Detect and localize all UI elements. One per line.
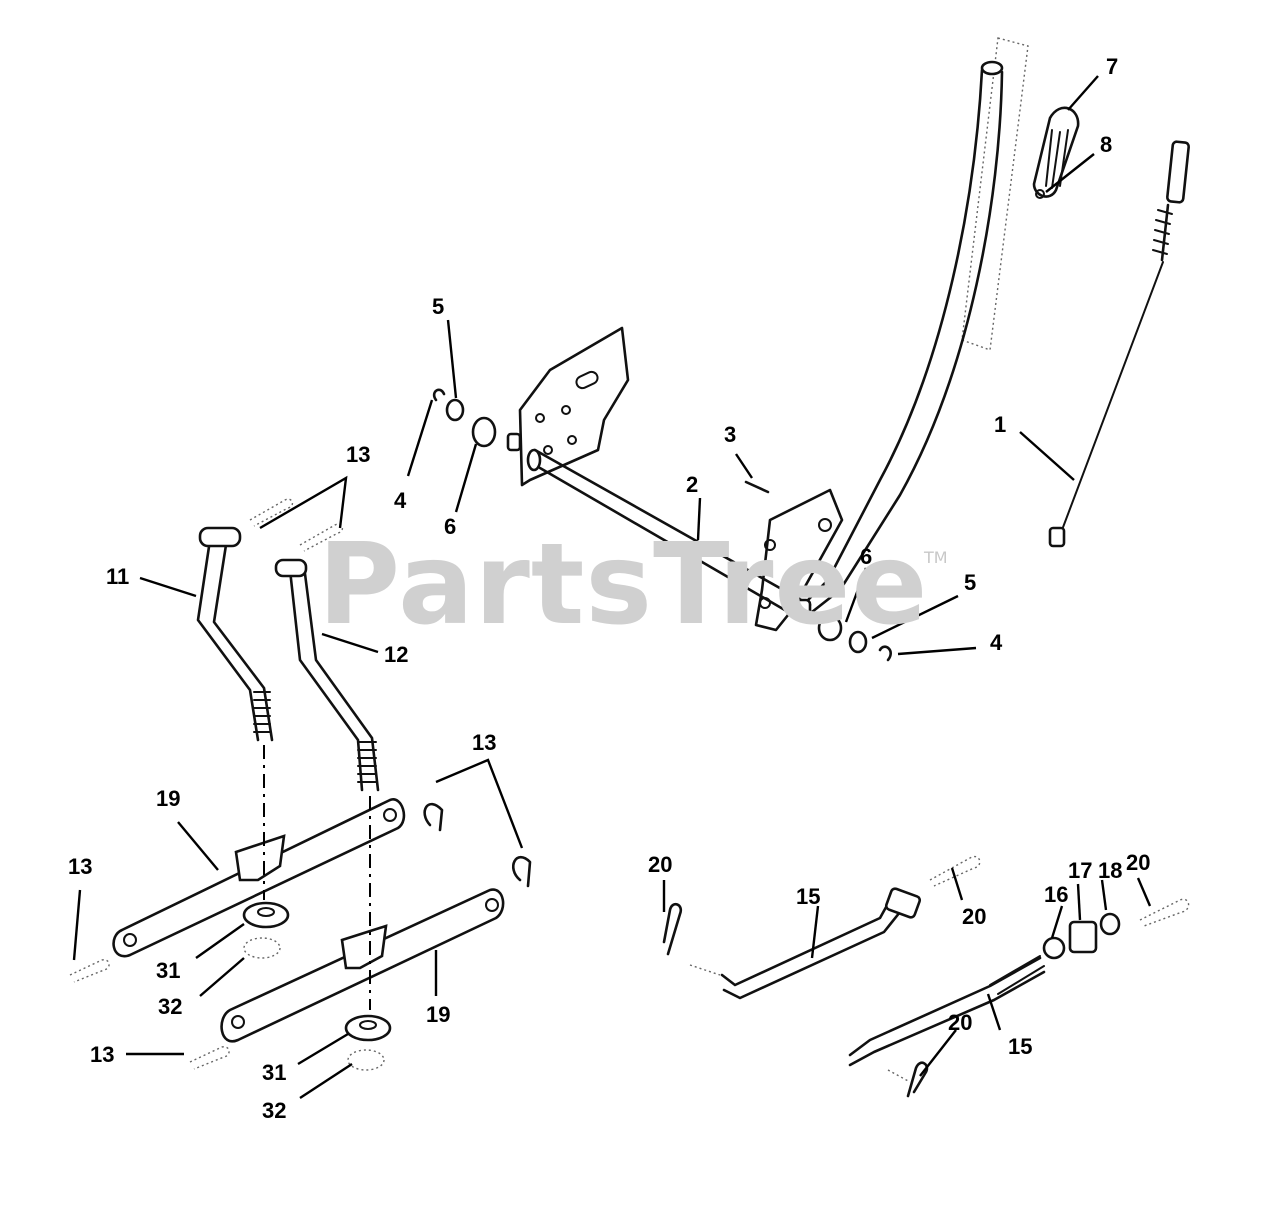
nut-32b	[347, 1049, 385, 1071]
pin-20c	[1139, 898, 1190, 927]
deck-rod-lower	[848, 912, 1121, 1067]
callout-15b: 15	[1008, 1034, 1033, 1059]
callout-13b: 13	[472, 730, 497, 755]
hairpin-13d	[512, 855, 532, 888]
callout-17: 17	[1068, 858, 1093, 883]
callout-31b: 31	[262, 1060, 287, 1085]
pin-20a	[662, 902, 683, 956]
callout-6b: 6	[860, 544, 873, 569]
hairpin-13a	[249, 498, 294, 527]
lift-rod	[1048, 140, 1190, 548]
leader-lines	[72, 75, 1152, 1100]
callout-4a: 4	[394, 488, 407, 513]
deck-rod-upper	[689, 887, 922, 1000]
clip-left	[432, 388, 446, 402]
callout-15a: 15	[796, 884, 821, 909]
callout-18: 18	[1098, 858, 1123, 883]
hairpin-13b	[299, 523, 344, 552]
callout-2: 2	[686, 472, 699, 497]
callout-19b: 19	[426, 1002, 451, 1027]
nut-32a	[243, 937, 281, 959]
callout-16: 16	[1044, 882, 1069, 907]
callout-12: 12	[384, 642, 409, 667]
callout-20a: 20	[648, 852, 673, 877]
callout-20d: 20	[948, 1010, 973, 1035]
callout-31a: 31	[156, 958, 181, 983]
callout-4b: 4	[990, 630, 1003, 655]
lift-link-left	[196, 526, 274, 742]
callout-5a: 5	[432, 294, 445, 319]
callout-20c: 20	[1126, 850, 1151, 875]
hairpin-13e	[69, 959, 110, 983]
bushing-right	[817, 614, 843, 642]
callout-7: 7	[1106, 54, 1119, 79]
callout-32b: 32	[262, 1098, 287, 1123]
watermark-text: PartsTree	[318, 520, 929, 650]
callout-13d: 13	[90, 1042, 115, 1067]
callout-13a: 13	[346, 442, 371, 467]
washer-right	[848, 630, 868, 654]
callout-5b: 5	[964, 570, 977, 595]
lift-arm-lower	[220, 888, 505, 1043]
callout-20b: 20	[962, 904, 987, 929]
pin-20d	[906, 1061, 929, 1098]
callout-6a: 6	[444, 514, 457, 539]
pin-20b	[929, 855, 981, 887]
lift-link-right	[274, 558, 380, 792]
ghost-lever-outline	[961, 37, 1029, 351]
hairpin-13f	[189, 1046, 230, 1070]
key-part	[744, 480, 770, 494]
clip-right	[878, 645, 892, 662]
cross-shaft	[506, 432, 812, 622]
hand-grip	[1032, 106, 1080, 199]
lift-arm-upper	[112, 798, 406, 958]
mounting-plate	[518, 326, 630, 487]
callout-19a: 19	[156, 786, 181, 811]
trademark-mark: TM	[924, 548, 948, 567]
bushing-left	[471, 416, 497, 448]
callout-3: 3	[724, 422, 737, 447]
hairpin-13c	[423, 802, 444, 832]
washer-left	[445, 398, 465, 422]
callout-1: 1	[994, 412, 1007, 437]
callout-11: 11	[106, 564, 130, 589]
callout-13c: 13	[68, 854, 93, 879]
callout-32a: 32	[158, 994, 183, 1019]
callout-8: 8	[1100, 132, 1113, 157]
